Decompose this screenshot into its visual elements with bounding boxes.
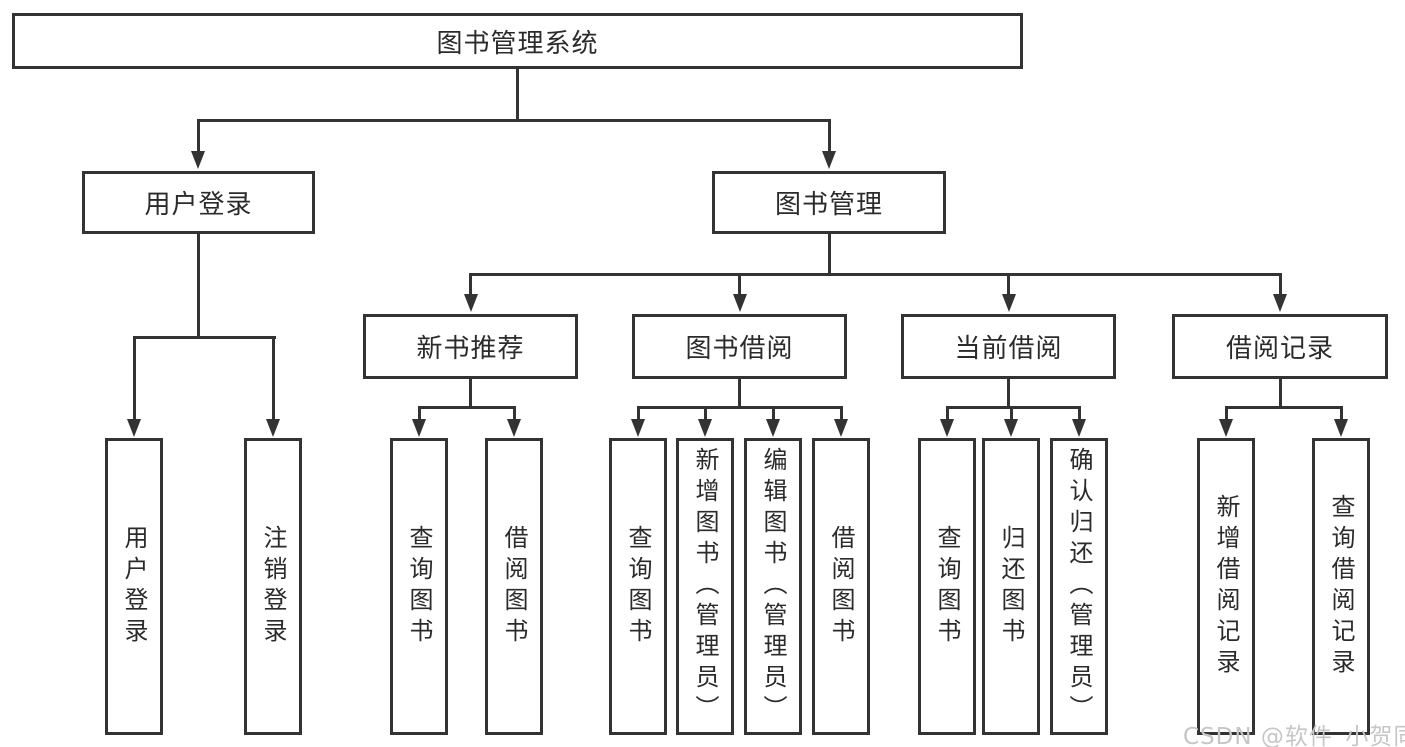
arrow-down-icon xyxy=(507,419,521,437)
connector-current-arm3 xyxy=(1078,406,1081,421)
leaf-add-borrow-record: 新增借阅记录 xyxy=(1197,438,1255,735)
csdn-watermark: CSDN @软件_小贺同学 xyxy=(1183,724,1405,747)
arrow-down-icon xyxy=(733,294,747,312)
connector-current-stem xyxy=(1007,379,1010,408)
arrow-down-icon xyxy=(834,419,848,437)
leaf-confirm-return-admin: 确认归还（管理员） xyxy=(1050,438,1108,735)
connector-root-stem xyxy=(516,68,519,120)
arrow-down-icon xyxy=(822,151,836,169)
connector-borrowing-arm1 xyxy=(637,406,640,421)
arrow-down-icon xyxy=(191,151,205,169)
arrow-down-icon xyxy=(1002,294,1016,312)
connector-current-arm2 xyxy=(1010,406,1013,421)
connector-root-arm-right xyxy=(828,119,831,153)
leaf-return-books: 归还图书 xyxy=(982,438,1040,735)
node-book-management: 图书管理 xyxy=(712,171,946,234)
leaf-query-books-recommend: 查询图书 xyxy=(390,438,448,735)
connector-borrowing-arm3 xyxy=(772,406,775,421)
connector-records-arm1 xyxy=(1225,406,1228,421)
leaf-query-books-borrowing: 查询图书 xyxy=(609,438,667,735)
node-user-login: 用户登录 xyxy=(82,171,315,234)
connector-root-arm-left xyxy=(197,119,200,153)
connector-borrowing-stem xyxy=(738,379,741,408)
connector-userlogin-stem xyxy=(197,234,200,337)
leaf-edit-books-admin: 编辑图书（管理员） xyxy=(744,438,802,735)
connector-userlogin-arm2 xyxy=(272,336,275,421)
connector-bookmgmt-hline xyxy=(469,273,1281,276)
leaf-logout-login: 注销登录 xyxy=(244,438,302,735)
leaf-add-books-admin: 新增图书（管理员） xyxy=(676,438,734,735)
arrow-down-icon xyxy=(1273,294,1287,312)
connector-bookmgmt-arm3 xyxy=(1007,273,1010,296)
arrow-down-icon xyxy=(766,419,780,437)
connector-recommend-hline xyxy=(418,406,516,409)
connector-bookmgmt-arm2 xyxy=(738,273,741,296)
connector-recommend-stem xyxy=(469,379,472,408)
leaf-borrow-books: 借阅图书 xyxy=(812,438,870,735)
arrow-down-icon xyxy=(1219,419,1233,437)
connector-current-arm1 xyxy=(946,406,949,421)
connector-userlogin-hline xyxy=(133,336,276,339)
connector-userlogin-arm1 xyxy=(133,336,136,421)
connector-records-hline xyxy=(1225,406,1343,409)
connector-borrowing-arm2 xyxy=(704,406,707,421)
connector-borrowing-hline xyxy=(637,406,843,409)
connector-records-arm2 xyxy=(1340,406,1343,421)
arrow-down-icon xyxy=(940,419,954,437)
node-new-book-recommendation: 新书推荐 xyxy=(363,314,578,379)
node-library-management-system: 图书管理系统 xyxy=(12,13,1023,69)
connector-root-hline xyxy=(197,119,831,122)
arrow-down-icon xyxy=(631,419,645,437)
arrow-down-icon xyxy=(1004,419,1018,437)
leaf-user-login: 用户登录 xyxy=(105,438,163,735)
arrow-down-icon xyxy=(698,419,712,437)
arrow-down-icon xyxy=(127,419,141,437)
leaf-borrow-books-recommend: 借阅图书 xyxy=(485,438,543,735)
connector-recommend-arm1 xyxy=(418,406,421,421)
arrow-down-icon xyxy=(1072,419,1086,437)
connector-current-hline xyxy=(946,406,1081,409)
connector-borrowing-arm4 xyxy=(840,406,843,421)
leaf-query-borrow-record: 查询借阅记录 xyxy=(1312,438,1370,735)
node-book-borrowing: 图书借阅 xyxy=(632,314,847,379)
leaf-query-books-current: 查询图书 xyxy=(918,438,976,735)
node-current-borrowing: 当前借阅 xyxy=(901,314,1116,379)
connector-bookmgmt-stem xyxy=(828,234,831,275)
arrow-down-icon xyxy=(1334,419,1348,437)
arrow-down-icon xyxy=(464,294,478,312)
arrow-down-icon xyxy=(412,419,426,437)
connector-records-stem xyxy=(1279,379,1282,408)
connector-recommend-arm2 xyxy=(513,406,516,421)
connector-bookmgmt-arm1 xyxy=(469,273,472,296)
connector-bookmgmt-arm4 xyxy=(1279,273,1282,296)
node-borrowing-records: 借阅记录 xyxy=(1172,314,1388,379)
arrow-down-icon xyxy=(266,419,280,437)
